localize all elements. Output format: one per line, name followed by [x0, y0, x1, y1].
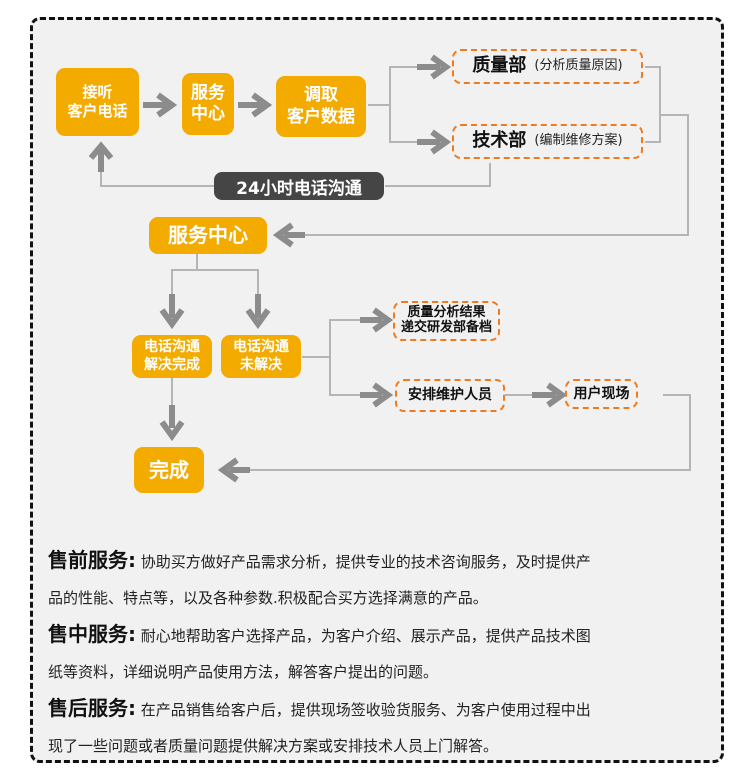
done-node: 完成 [134, 447, 204, 493]
service-descriptions: 售前服务: 协助买方做好产品需求分析，提供专业的技术咨询服务，及时提供产 品的性… [48, 542, 708, 764]
pre-sale-title: 售前服务: [48, 548, 136, 572]
tech-dept-note: (编制维修方案) [534, 133, 623, 149]
after-sale-title: 售后服务: [48, 696, 136, 720]
in-sale-title: 售中服务: [48, 622, 136, 646]
tech-dept-title: 技术部 [472, 130, 527, 152]
phone-resolved-node: 电话沟通 解决完成 [132, 335, 212, 378]
after-sale-text-1: 在产品销售给客户后，提供现场签收验货服务、为客户使用过程中出 [140, 701, 591, 719]
after-sale-text-2: 现了一些问题或者质量问题提供解决方案或安排技术人员上门解答。 [48, 737, 499, 755]
tech-dept-node: 技术部 (编制维修方案) [452, 124, 643, 159]
phone-24h-label: 24小时电话沟通 [214, 172, 384, 200]
quality-dept-note: (分析质量原因) [534, 58, 623, 74]
quality-result-node: 质量分析结果 递交研发部备档 [393, 301, 500, 341]
in-sale-text-1: 耐心地帮助客户选择产品，为客户介绍、展示产品，提供产品技术图 [140, 627, 591, 645]
retrieve-customer-data-node: 调取 客户数据 [276, 76, 366, 137]
service-center-node: 服务 中心 [182, 73, 234, 135]
quality-dept-title: 质量部 [472, 55, 527, 77]
in-sale-service: 售中服务: 耐心地帮助客户选择产品，为客户介绍、展示产品，提供产品技术图 纸等资… [48, 616, 708, 690]
quality-dept-node: 质量部 (分析质量原因) [452, 49, 643, 84]
user-site-node: 用户现场 [565, 379, 638, 409]
pre-sale-text-1: 协助买方做好产品需求分析，提供专业的技术咨询服务，及时提供产 [140, 553, 591, 571]
service-center-2-node: 服务中心 [149, 217, 267, 254]
in-sale-text-2: 纸等资料，详细说明产品使用方法，解答客户提出的问题。 [48, 663, 439, 681]
phone-unresolved-node: 电话沟通 未解决 [221, 335, 301, 378]
pre-sale-text-2: 品的性能、特点等，以及各种参数.积极配合买方选择满意的产品。 [48, 589, 488, 607]
arrange-staff-node: 安排维护人员 [395, 379, 505, 412]
answer-call-node: 接听 客户电话 [56, 68, 139, 136]
pre-sale-service: 售前服务: 协助买方做好产品需求分析，提供专业的技术咨询服务，及时提供产 品的性… [48, 542, 708, 616]
after-sale-service: 售后服务: 在产品销售给客户后，提供现场签收验货服务、为客户使用过程中出 现了一… [48, 690, 708, 764]
